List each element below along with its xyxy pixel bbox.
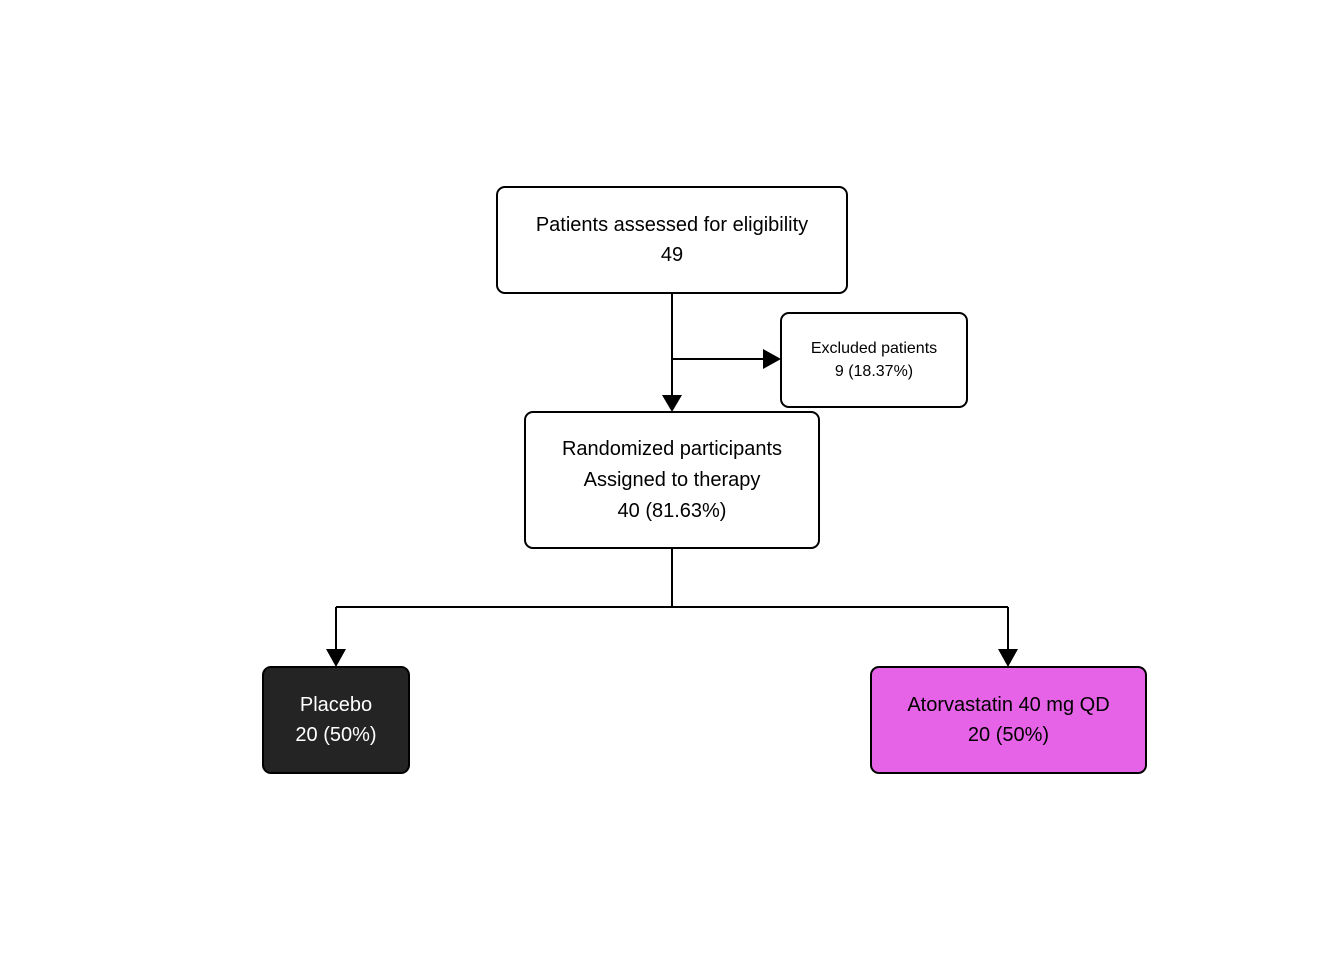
randomized-node: Randomized participants Assigned to ther… (524, 411, 820, 549)
arrowhead-to-placebo (326, 649, 346, 667)
eligibility-count: 49 (660, 244, 684, 266)
eligibility-node: Patients assessed for eligibility 49 (496, 186, 848, 294)
arrowhead-to-randomized (662, 395, 682, 412)
excluded-label: Excluded patients (810, 340, 938, 357)
randomized-label: Randomized participants (561, 437, 783, 460)
eligibility-label: Patients assessed for eligibility (535, 214, 809, 236)
arrowhead-to-excluded (763, 349, 781, 369)
randomized-sublabel: Assigned to therapy (583, 468, 761, 491)
excluded-count: 9 (18.37%) (834, 363, 914, 380)
placebo-node: Placebo 20 (50%) (262, 666, 410, 774)
atorvastatin-label: Atorvastatin 40 mg QD (907, 694, 1110, 716)
atorvastatin-count: 20 (50%) (967, 724, 1050, 746)
atorvastatin-node: Atorvastatin 40 mg QD 20 (50%) (870, 666, 1147, 774)
arrowhead-to-atorvastatin (998, 649, 1018, 667)
excluded-node: Excluded patients 9 (18.37%) (780, 312, 968, 408)
placebo-label: Placebo (299, 694, 373, 716)
placebo-count: 20 (50%) (295, 724, 377, 746)
randomized-count: 40 (81.63%) (617, 499, 727, 522)
